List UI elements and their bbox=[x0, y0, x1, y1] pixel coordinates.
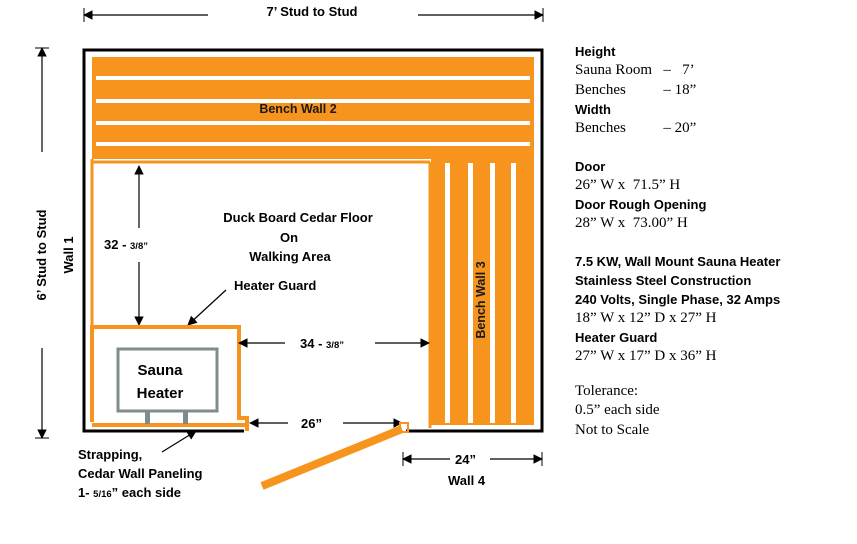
heater-leg bbox=[145, 411, 150, 424]
bench-slat-gap bbox=[96, 121, 530, 125]
bench-slat-gap bbox=[490, 163, 495, 423]
heater-guard bbox=[90, 325, 249, 431]
heater-spec-line-2: Stainless Steel Construction bbox=[575, 272, 752, 288]
wall-1-label: Wall 1 bbox=[61, 236, 76, 273]
dim-32-label: 32 - 3/8” bbox=[104, 237, 148, 252]
floor-label-line-1: Duck Board Cedar Floor bbox=[223, 210, 373, 225]
bench-slat-gap bbox=[511, 163, 516, 423]
wall-4-label: Wall 4 bbox=[448, 473, 486, 488]
heater-spec-line-3: 240 Volts, Single Phase, 32 Amps bbox=[575, 291, 781, 307]
heater-size: 18” W x 12” D x 27” H bbox=[575, 309, 717, 326]
bench-slat-gap bbox=[96, 99, 530, 103]
top-dimension-label: 7’ Stud to Stud bbox=[267, 4, 358, 19]
door-hinge bbox=[399, 422, 409, 433]
strapping-label-line-3: 1- 5/16” each side bbox=[78, 485, 181, 500]
benches-width: Benches – 20” bbox=[575, 120, 697, 136]
tolerance-heading: Tolerance: bbox=[575, 382, 639, 399]
heater-guard-size: 27” W x 17” D x 36” H bbox=[575, 348, 717, 364]
heater-leg bbox=[183, 411, 188, 424]
bench-wall-2-label: Bench Wall 2 bbox=[259, 102, 336, 116]
heater-guard-arrow bbox=[187, 289, 227, 326]
dim-34-label: 34 - 3/8” bbox=[300, 336, 344, 351]
height-heading: Height bbox=[575, 44, 616, 59]
bench-wall-3-label: Bench Wall 3 bbox=[474, 261, 488, 338]
left-dimension-label: 6’ Stud to Stud bbox=[34, 209, 49, 300]
bench-slat-gap bbox=[445, 163, 450, 423]
floor-label-line-2: On bbox=[280, 230, 298, 245]
door-heading: Door bbox=[575, 158, 606, 174]
room-walls bbox=[82, 48, 544, 433]
specifications-panel: Height Sauna Room – 7’ Benches – 18” Wid… bbox=[575, 42, 850, 440]
dim-24-label: 24” bbox=[455, 452, 476, 467]
benches-height: Benches – 18” bbox=[575, 81, 697, 98]
bench-slat-gap bbox=[468, 163, 473, 423]
strapping-arrow bbox=[161, 430, 197, 453]
door bbox=[260, 425, 404, 490]
dim-26-label: 26” bbox=[301, 416, 322, 431]
door-rough-opening-size: 28” W x 73.00” H bbox=[575, 215, 688, 231]
floor-label-line-3: Walking Area bbox=[249, 249, 331, 264]
heater-spec-line-1: 7.5 KW, Wall Mount Sauna Heater bbox=[575, 253, 781, 269]
strapping-label-line-2: Cedar Wall Paneling bbox=[78, 466, 203, 481]
heater-label-line-1: Sauna bbox=[137, 362, 183, 379]
sauna-room-height: Sauna Room – 7’ bbox=[575, 62, 695, 78]
bench-slat-gap bbox=[96, 142, 530, 146]
door-size: 26” W x 71.5” H bbox=[575, 176, 681, 193]
tolerance-value: 0.5” each side bbox=[575, 402, 660, 418]
sauna-heater bbox=[116, 347, 219, 413]
strapping-label-line-1: Strapping, bbox=[78, 447, 142, 462]
heater-label-line-2: Heater bbox=[137, 385, 184, 402]
heater-guard-heading: Heater Guard bbox=[575, 330, 658, 345]
bench-slat-gap bbox=[96, 76, 530, 80]
heater-guard-label: Heater Guard bbox=[234, 278, 316, 293]
door-rough-opening-heading: Door Rough Opening bbox=[575, 197, 707, 212]
scale-note: Not to Scale bbox=[575, 421, 650, 438]
width-heading: Width bbox=[575, 102, 611, 117]
